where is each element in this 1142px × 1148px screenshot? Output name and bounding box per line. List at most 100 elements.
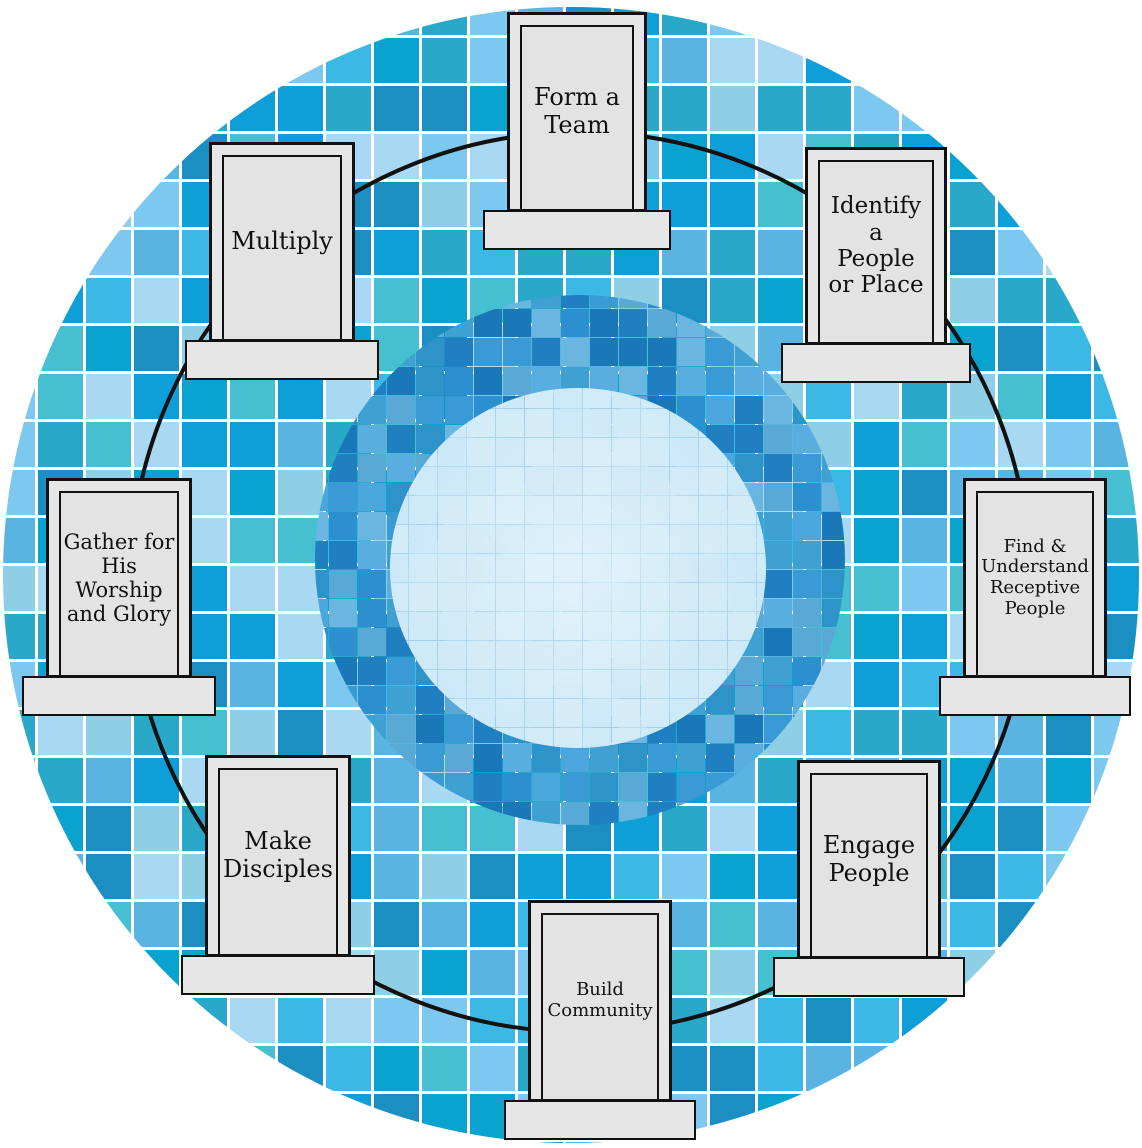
mosaic-tile (326, 1046, 371, 1091)
mosaic-tile (764, 570, 792, 598)
mosaic-tile (1094, 854, 1139, 899)
mosaic-tile (474, 367, 502, 395)
mosaic-tile (86, 998, 131, 1043)
mosaic-tile (387, 396, 415, 424)
mosaic-tile (998, 86, 1043, 131)
mosaic-tile (422, 806, 467, 851)
mosaic-tile (230, 1094, 275, 1139)
mosaic-tile (998, 1094, 1043, 1139)
mosaic-tile (358, 483, 386, 511)
mosaic-tile (374, 1094, 419, 1139)
mosaic-tile (86, 230, 131, 275)
mosaic-tile (998, 326, 1043, 371)
mosaic-tile (38, 374, 83, 419)
mosaic-tile (474, 773, 502, 801)
mosaic-tile (793, 628, 821, 656)
mosaic-tile (590, 744, 618, 772)
mosaic-tile (416, 367, 444, 395)
mosaic-tile (764, 454, 792, 482)
mosaic-tile (566, 1142, 611, 1143)
mosaic-tile (278, 422, 323, 467)
mosaic-tile (470, 950, 515, 995)
mosaic-tile (422, 854, 467, 899)
mosaic-tile (134, 950, 179, 995)
mosaic-tile (648, 773, 676, 801)
mosaic-tile (329, 628, 357, 656)
mosaic-tile (902, 1094, 947, 1139)
mosaic-tile (230, 7, 275, 35)
mosaic-tile (1046, 7, 1091, 35)
mosaic-tile (278, 1142, 323, 1143)
mosaic-tile (358, 657, 386, 685)
mosaic-tile (793, 599, 821, 627)
mosaic-tile (822, 541, 845, 569)
mosaic-tile (1046, 902, 1091, 947)
mosaic-tile (854, 86, 899, 131)
mosaic-tile (445, 396, 473, 424)
mosaic-tile (758, 278, 803, 323)
mosaic-tile (134, 1046, 179, 1091)
mosaic-tile (38, 326, 83, 371)
mosaic-tile (416, 686, 444, 714)
mosaic-tile (38, 710, 83, 755)
mosaic-tile (1094, 1094, 1139, 1139)
mosaic-tile (38, 950, 83, 995)
mosaic-tile (998, 758, 1043, 803)
mosaic-tile (315, 541, 328, 569)
mosaic-tile (134, 758, 179, 803)
mosaic-tile (503, 367, 531, 395)
mosaic-tile (3, 1094, 35, 1139)
mosaic-tile (358, 425, 386, 453)
mosaic-tile (182, 374, 227, 419)
mosaic-tile (854, 470, 899, 515)
mosaic-tile (503, 744, 531, 772)
mosaic-tile (230, 1142, 275, 1143)
mosaic-tile (590, 309, 618, 337)
mosaic-tile (3, 86, 35, 131)
mosaic-tile (619, 367, 647, 395)
mosaic-tile (735, 657, 763, 685)
mosaic-tile (230, 470, 275, 515)
mosaic-tile (86, 422, 131, 467)
mosaic-tile (1046, 374, 1091, 419)
mosaic-tile (503, 309, 531, 337)
mosaic-tile (561, 338, 589, 366)
mosaic-tile (474, 338, 502, 366)
mosaic-tile (735, 367, 763, 395)
mosaic-tile (758, 86, 803, 131)
mosaic-tile (134, 1094, 179, 1139)
mosaic-tile (329, 570, 357, 598)
mosaic-tile (1046, 422, 1091, 467)
mosaic-tile (662, 854, 707, 899)
mosaic-tile (1046, 854, 1091, 899)
mosaic-tile (1046, 950, 1091, 995)
mosaic-tile (854, 7, 899, 35)
mosaic-tile (134, 326, 179, 371)
mosaic-tile (230, 374, 275, 419)
mosaic-tile (1094, 902, 1139, 947)
mosaic-tile (710, 38, 755, 83)
mosaic-tile (422, 950, 467, 995)
mosaic-tile (326, 1142, 371, 1143)
mosaic-tile (764, 628, 792, 656)
mosaic-tile (86, 950, 131, 995)
mosaic-tile (3, 134, 35, 179)
mosaic-tile (854, 1046, 899, 1091)
mosaic-tile (532, 773, 560, 801)
mosaic-tile (38, 230, 83, 275)
mosaic-tile (1046, 710, 1091, 755)
mosaic-tile (854, 38, 899, 83)
mosaic-tile (278, 1094, 323, 1139)
mosaic-tile (854, 614, 899, 659)
mosaic-tile (374, 998, 419, 1043)
mosaic-tile (706, 338, 734, 366)
mosaic-tile (38, 902, 83, 947)
mosaic-tile (735, 396, 763, 424)
mosaic-tile (710, 854, 755, 899)
mosaic-tile (374, 854, 419, 899)
mosaic-tile (3, 710, 35, 755)
mosaic-tile (1094, 278, 1139, 323)
mosaic-tile (470, 1142, 515, 1143)
mosaic-tile (3, 902, 35, 947)
mosaic-tile (3, 854, 35, 899)
